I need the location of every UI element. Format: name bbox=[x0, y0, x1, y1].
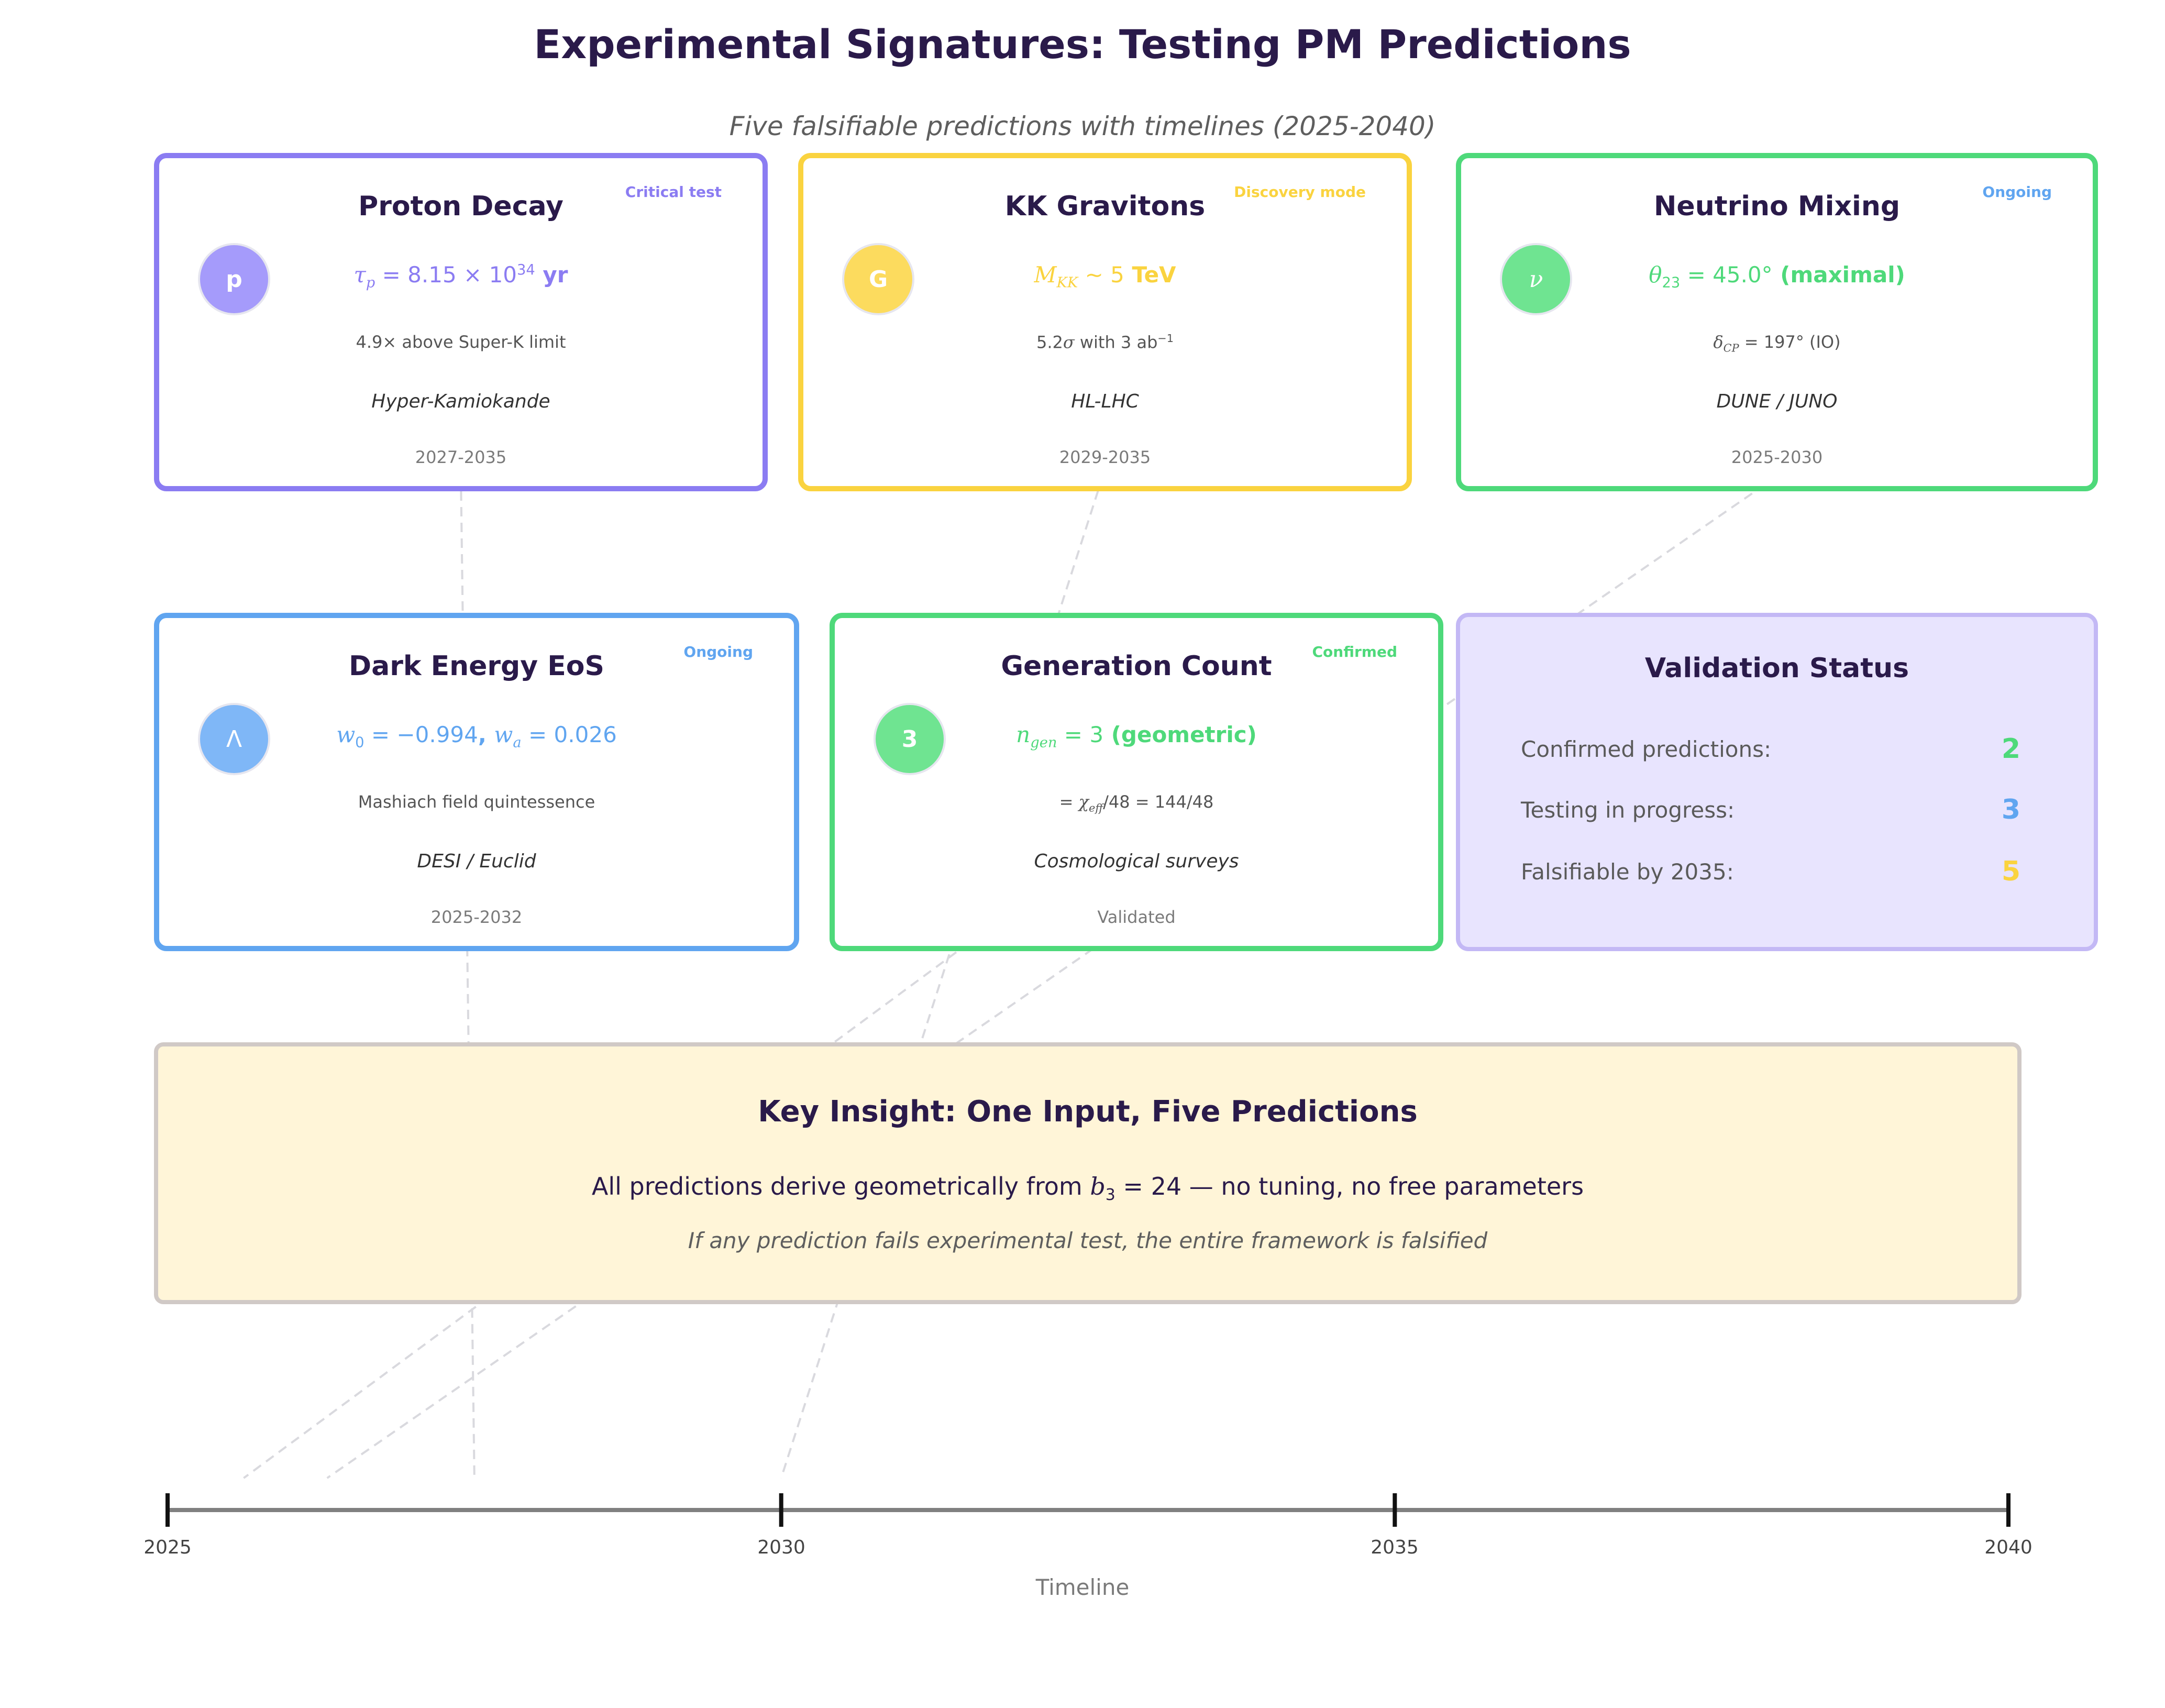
status-label: Falsifiable by 2035: bbox=[1521, 859, 1734, 885]
tick-label-2035: 2035 bbox=[1371, 1537, 1419, 1558]
prediction-formula: θ23 = 45.0° (maximal) bbox=[1649, 262, 1905, 291]
graviton-icon: G bbox=[842, 243, 914, 315]
lambda-icon: Λ bbox=[198, 703, 270, 775]
page-subtitle: Five falsifiable predictions with timeli… bbox=[729, 111, 1436, 141]
status-row-confirmed: Confirmed predictions: 2 bbox=[1521, 733, 2020, 768]
insight-note: If any prediction fails experimental tes… bbox=[688, 1228, 1488, 1253]
status-count: 2 bbox=[2001, 733, 2020, 765]
card-neutrino-mixing: Neutrino Mixing Ongoing ν θ23 = 45.0° (m… bbox=[1456, 153, 2098, 491]
connector-line bbox=[326, 475, 1779, 1479]
timeline-years: 2025-2030 bbox=[1731, 447, 1823, 467]
card-title: Generation Count bbox=[1001, 651, 1272, 682]
tick-label-2040: 2040 bbox=[1984, 1537, 2033, 1558]
insight-title: Key Insight: One Input, Five Predictions bbox=[758, 1095, 1418, 1129]
status-row-testing: Testing in progress: 3 bbox=[1521, 794, 2020, 829]
card-title: Neutrino Mixing bbox=[1653, 191, 1901, 222]
prediction-formula: ngen = 3 (geometric) bbox=[1016, 722, 1257, 751]
experiment-name: HL-LHC bbox=[1071, 391, 1139, 412]
card-title: Dark Energy EoS bbox=[349, 651, 604, 682]
status-count: 3 bbox=[2001, 794, 2020, 825]
prediction-formula: τp = 8.15 × 1034 yr bbox=[354, 262, 568, 291]
timeline-years: 2029-2035 bbox=[1059, 447, 1151, 467]
prediction-formula: MKK ∼ 5 TeV bbox=[1034, 262, 1176, 291]
key-insight-box: Key Insight: One Input, Five Predictions… bbox=[154, 1042, 2022, 1304]
timeline-axis-label: Timeline bbox=[1035, 1574, 1130, 1600]
prediction-detail: δCP = 197° (IO) bbox=[1713, 332, 1841, 355]
status-count: 5 bbox=[2001, 856, 2020, 887]
prediction-detail: = χeff/48 = 144/48 bbox=[1059, 792, 1214, 814]
card-generation-count: Generation Count Confirmed 3 ngen = 3 (g… bbox=[830, 613, 1443, 951]
status-badge: Discovery mode bbox=[1234, 183, 1366, 201]
tick-label-2025: 2025 bbox=[143, 1537, 192, 1558]
generation-icon: 3 bbox=[874, 703, 946, 775]
page-title: Experimental Signatures: Testing PM Pred… bbox=[534, 21, 1631, 68]
connector-line bbox=[460, 475, 476, 1479]
experiment-name: Cosmological surveys bbox=[1034, 851, 1239, 872]
status-label: Confirmed predictions: bbox=[1521, 736, 1772, 762]
experiment-name: Hyper-Kamiokande bbox=[371, 391, 550, 412]
status-row-falsifiable: Falsifiable by 2035: 5 bbox=[1521, 856, 2020, 890]
tick-label-2030: 2030 bbox=[757, 1537, 805, 1558]
card-title: Proton Decay bbox=[358, 191, 564, 222]
proton-icon: p bbox=[198, 243, 270, 315]
card-dark-energy: Dark Energy EoS Ongoing Λ w0 = −0.994, w… bbox=[154, 613, 799, 951]
status-badge: Ongoing bbox=[1982, 183, 2052, 201]
panel-title: Validation Status bbox=[1644, 653, 1909, 684]
prediction-detail: 4.9× above Super-K limit bbox=[356, 332, 566, 352]
timeline-years: 2027-2035 bbox=[415, 447, 507, 467]
status-label: Testing in progress: bbox=[1521, 797, 1735, 823]
experiment-name: DUNE / JUNO bbox=[1716, 391, 1838, 412]
insight-statement: All predictions derive geometrically fro… bbox=[591, 1172, 1584, 1205]
experiment-name: DESI / Euclid bbox=[417, 851, 536, 872]
card-proton-decay: Proton Decay Critical test p τp = 8.15 ×… bbox=[154, 153, 768, 491]
prediction-formula: w0 = −0.994, wa = 0.026 bbox=[336, 722, 617, 751]
prediction-detail: 5.2σ with 3 ab−1 bbox=[1036, 332, 1174, 352]
card-title: KK Gravitons bbox=[1004, 191, 1206, 222]
status-badge: Confirmed bbox=[1312, 643, 1398, 660]
prediction-detail: Mashiach field quintessence bbox=[358, 792, 595, 812]
validation-status-panel: Validation Status Confirmed predictions:… bbox=[1456, 613, 2098, 951]
neutrino-icon: ν bbox=[1500, 243, 1572, 315]
timeline-years: Validated bbox=[1097, 907, 1176, 927]
status-badge: Ongoing bbox=[683, 643, 753, 660]
timeline-years: 2025-2032 bbox=[430, 907, 523, 927]
status-badge: Critical test bbox=[625, 183, 722, 201]
card-kk-gravitons: KK Gravitons Discovery mode G MKK ∼ 5 Te… bbox=[798, 153, 1412, 491]
